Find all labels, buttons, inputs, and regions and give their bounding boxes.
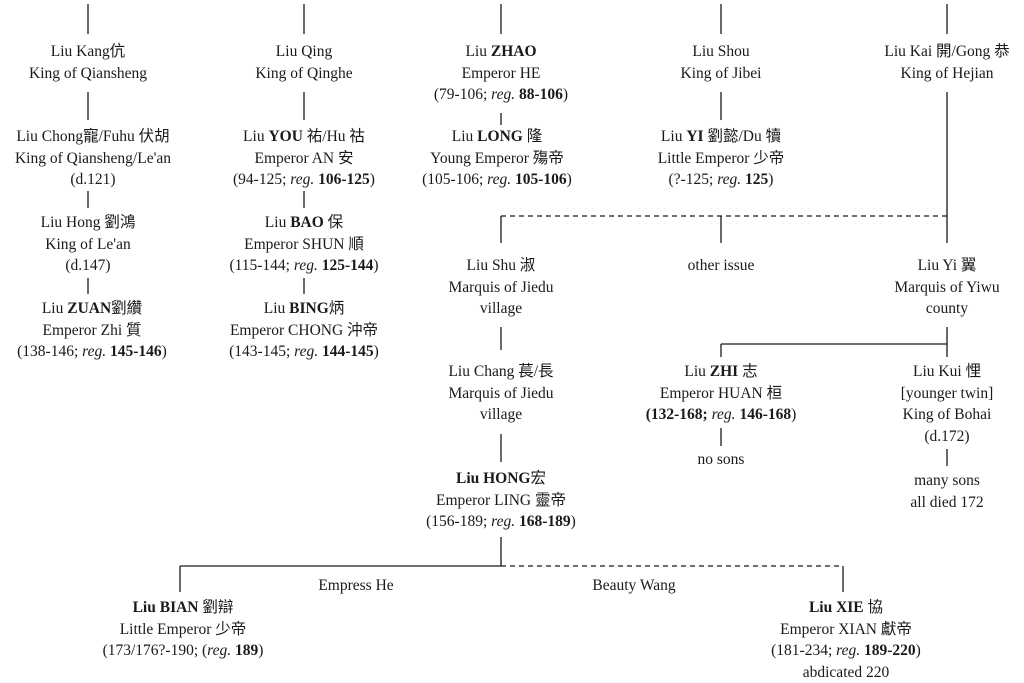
node-dates: (173/176?-190; (reg. 189) <box>103 640 264 662</box>
node-liu-zuan: Liu ZUAN劉纘 Emperor Zhi 質 (138-146; reg. … <box>17 298 167 363</box>
node-title: Emperor HUAN 桓 <box>646 383 797 405</box>
node-name: YOU <box>268 128 302 145</box>
node-liu-hong-ling: Liu HONG宏 Emperor LING 靈帝 (156-189; reg.… <box>426 468 576 533</box>
node-dates: (?-125; reg. 125) <box>658 169 785 191</box>
node-liu-bao: Liu BAO 保 Emperor SHUN 順 (115-144; reg. … <box>229 212 378 277</box>
node-name: Liu Hong 劉鴻 <box>41 212 136 234</box>
node-liu-shou: Liu Shou King of Jibei <box>681 41 762 84</box>
node-title: Marquis of Jiedu <box>448 383 553 405</box>
node-title: King of Qinghe <box>255 63 352 85</box>
node-title: Emperor Zhi 質 <box>17 320 167 342</box>
node-liu-bing: Liu BING炳 Emperor CHONG 沖帝 (143-145; reg… <box>229 298 379 363</box>
node-title: Little Emperor 少帝 <box>103 619 264 641</box>
node-title: Emperor AN 安 <box>233 148 375 170</box>
node-name: BING <box>289 300 329 317</box>
node-title: Emperor LING 靈帝 <box>426 490 576 512</box>
node-many-sons: many sons all died 172 <box>910 470 983 513</box>
node-name: ZHI <box>710 363 738 380</box>
node-dates: (79-106; reg. 88-106) <box>434 84 568 106</box>
node-title-cont: village <box>448 298 553 320</box>
node-title: King of Bohai <box>901 404 994 426</box>
node-note: many sons <box>910 470 983 492</box>
node-note: no sons <box>698 449 745 471</box>
node-liu-long: Liu LONG 隆 Young Emperor 殤帝 (105-106; re… <box>422 126 572 191</box>
node-liu-kai: Liu Kai 開/Gong 恭 King of Hejian <box>884 41 1009 84</box>
node-name: Liu Kang <box>51 43 110 60</box>
node-title: Emperor CHONG 沖帝 <box>229 320 379 342</box>
node-dates: (d.121) <box>15 169 171 191</box>
node-name: ZHAO <box>491 43 537 60</box>
node-dates: (143-145; reg. 144-145) <box>229 341 379 363</box>
node-title: King of Le'an <box>41 234 136 256</box>
node-title: Young Emperor 殤帝 <box>422 148 572 170</box>
node-dates: (d.172) <box>901 426 994 448</box>
node-title: Marquis of Jiedu <box>448 277 553 299</box>
node-title-cont: county <box>894 298 999 320</box>
node-name: Liu HONG <box>456 470 531 487</box>
node-dates: (156-189; reg. 168-189) <box>426 511 576 533</box>
node-title-cont: village <box>448 404 553 426</box>
node-dates: (132-168; reg. 146-168) <box>646 404 797 426</box>
node-liu-chong: Liu Chong寵/Fuhu 伏胡 King of Qiansheng/Le'… <box>15 126 171 191</box>
node-name: BAO <box>290 214 324 231</box>
node-liu-hong-lean: Liu Hong 劉鴻 King of Le'an (d.147) <box>41 212 136 277</box>
node-name: LONG <box>477 128 523 145</box>
node-liu-kui: Liu Kui 悝 [younger twin] King of Bohai (… <box>901 361 994 447</box>
node-title: Emperor SHUN 順 <box>229 234 378 256</box>
node-dates: (d.147) <box>41 255 136 277</box>
node-name: Liu BIAN <box>133 599 199 616</box>
node-title: Little Emperor 少帝 <box>658 148 785 170</box>
node-name: Liu Chong <box>16 128 83 145</box>
node-name: YI <box>686 128 703 145</box>
node-liu-xie: Liu XIE 協 Emperor XIAN 獻帝 (181-234; reg.… <box>771 597 921 683</box>
node-name: Liu Shu 淑 <box>448 255 553 277</box>
node-liu-yi-yiwu: Liu Yi 翼 Marquis of Yiwu county <box>894 255 999 320</box>
node-title: Marquis of Yiwu <box>894 277 999 299</box>
node-name-cjk: 伉 <box>110 43 126 60</box>
node-name: other issue <box>688 255 755 277</box>
mother-label-beauty-wang: Beauty Wang <box>592 575 675 597</box>
node-title: Emperor XIAN 獻帝 <box>771 619 921 641</box>
node-no-sons: no sons <box>698 449 745 471</box>
node-note: [younger twin] <box>901 383 994 405</box>
node-title: King of Jibei <box>681 63 762 85</box>
node-liu-chang: Liu Chang 萇/長 Marquis of Jiedu village <box>448 361 553 426</box>
node-dates: (181-234; reg. 189-220) <box>771 640 921 662</box>
node-title: King of Qiansheng <box>29 63 147 85</box>
node-dates: (94-125; reg. 106-125) <box>233 169 375 191</box>
node-liu-zhi: Liu ZHI 志 Emperor HUAN 桓 (132-168; reg. … <box>646 361 797 426</box>
node-other-issue: other issue <box>688 255 755 277</box>
node-title: Emperor HE <box>434 63 568 85</box>
mother-label-empress-he: Empress He <box>318 575 393 597</box>
node-title: King of Hejian <box>884 63 1009 85</box>
node-name: Liu Kui 悝 <box>901 361 994 383</box>
node-name: Liu XIE <box>809 599 864 616</box>
node-liu-zhao: Liu ZHAO Emperor HE (79-106; reg. 88-106… <box>434 41 568 106</box>
node-title: King of Qiansheng/Le'an <box>15 148 171 170</box>
node-liu-you: Liu YOU 祐/Hu 祜 Emperor AN 安 (94-125; reg… <box>233 126 375 191</box>
node-dates: (115-144; reg. 125-144) <box>229 255 378 277</box>
node-name: Liu Chang 萇/長 <box>448 361 553 383</box>
node-liu-bian: Liu BIAN 劉辯 Little Emperor 少帝 (173/176?-… <box>103 597 264 662</box>
node-name: Liu Yi 翼 <box>894 255 999 277</box>
node-liu-kang: Liu Kang伉 King of Qiansheng <box>29 41 147 84</box>
node-dates: (138-146; reg. 145-146) <box>17 341 167 363</box>
node-name: Liu Kai 開/Gong 恭 <box>884 41 1009 63</box>
node-name: Liu Shou <box>681 41 762 63</box>
node-name: Liu Qing <box>255 41 352 63</box>
node-dates: (105-106; reg. 105-106) <box>422 169 572 191</box>
node-liu-qing: Liu Qing King of Qinghe <box>255 41 352 84</box>
node-liu-shu: Liu Shu 淑 Marquis of Jiedu village <box>448 255 553 320</box>
node-note: abdicated 220 <box>771 662 921 683</box>
node-name: ZUAN <box>67 300 111 317</box>
node-note-cont: all died 172 <box>910 492 983 514</box>
node-liu-yi-little-emperor: Liu YI 劉懿/Du 犢 Little Emperor 少帝 (?-125;… <box>658 126 785 191</box>
